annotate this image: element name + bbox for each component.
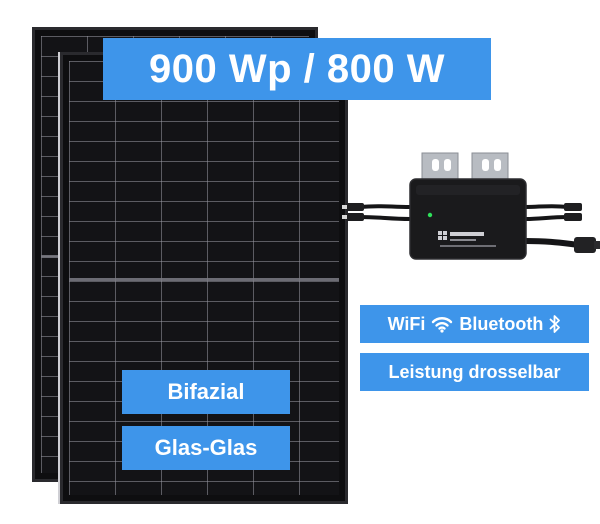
wifi-icon xyxy=(431,315,453,333)
bluetooth-icon xyxy=(549,314,561,334)
bluetooth-label: Bluetooth xyxy=(459,313,544,334)
micro-inverter xyxy=(342,152,600,260)
power-throttle-badge: Leistung drosselbar xyxy=(360,353,589,391)
power-badge: 900 Wp / 800 W xyxy=(103,38,491,100)
wifi-label: WiFi xyxy=(387,313,426,334)
wifi-bluetooth-badge: WiFi Bluetooth xyxy=(360,305,589,343)
glass-glass-badge: Glas-Glas xyxy=(122,426,290,470)
bifacial-badge: Bifazial xyxy=(122,370,290,414)
